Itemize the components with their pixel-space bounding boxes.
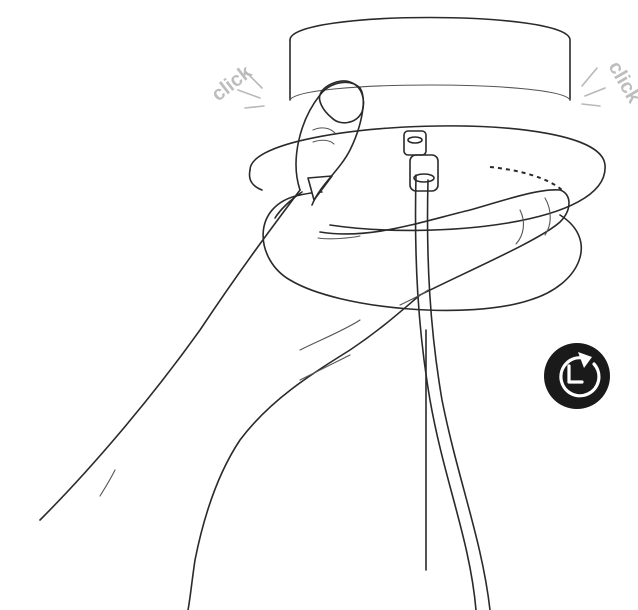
click-annotation-right: click bbox=[582, 58, 638, 108]
rotation-dash bbox=[490, 167, 562, 190]
hand bbox=[40, 81, 569, 610]
clockwise-timer-icon bbox=[544, 343, 610, 409]
click-annotation-left: click bbox=[208, 61, 264, 108]
cable-gland bbox=[404, 131, 438, 191]
click-label-left: click bbox=[208, 61, 257, 106]
pendant-cable bbox=[416, 175, 490, 610]
click-label-right: click bbox=[604, 58, 638, 108]
